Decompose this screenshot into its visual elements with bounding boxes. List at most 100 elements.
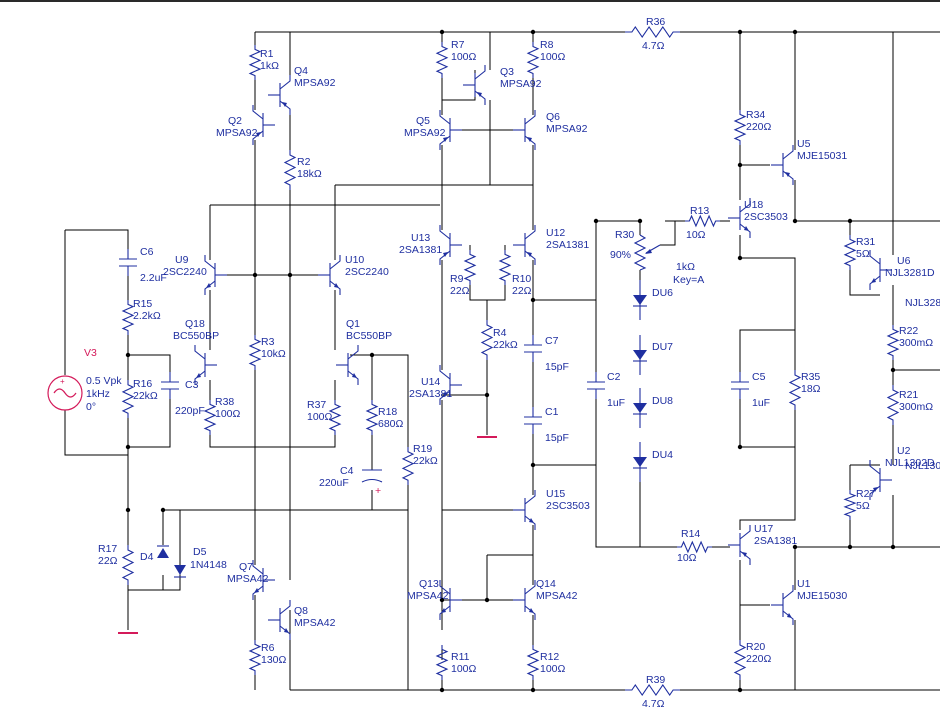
resistor-name-label: R22 bbox=[899, 325, 918, 337]
diode-name-label: DU6 bbox=[652, 287, 673, 299]
transistor-name-label: U5 bbox=[797, 138, 811, 150]
resistor-value-label: 220Ω bbox=[746, 121, 772, 133]
transistor-name-label: Q6 bbox=[546, 111, 560, 123]
transistor-group: Q1BC550BPQ2MPSA92Q3MPSA92Q4MPSA92Q5MPSA9… bbox=[163, 65, 935, 640]
resistor-value-label: 18Ω bbox=[801, 383, 821, 395]
r30-value-label: 1kΩ bbox=[676, 261, 695, 273]
capacitor-name-label: C2 bbox=[607, 371, 621, 383]
transistor-name-label: U12 bbox=[546, 227, 565, 239]
resistor-value-label: 100Ω bbox=[307, 411, 333, 423]
resistor-name-label: R20 bbox=[746, 641, 765, 653]
transistor-name-label: Q13 bbox=[419, 578, 439, 590]
resistor-value-label: 5Ω bbox=[856, 500, 870, 512]
resistor-name-label: R37 bbox=[307, 399, 326, 411]
ground-symbols bbox=[118, 436, 497, 634]
capacitor-name-label: C5 bbox=[752, 371, 766, 383]
transistor-part-label: 2SC3503 bbox=[546, 500, 590, 512]
transistor-name-label: Q8 bbox=[294, 605, 308, 617]
capacitor-name-label: C1 bbox=[545, 406, 559, 418]
resistor-name-label: R27 bbox=[856, 488, 875, 500]
capacitor-c6: C62.2uF bbox=[119, 246, 167, 284]
transistor-name-label: Q3 bbox=[500, 66, 514, 78]
transistor-part-label: NJL3281D bbox=[885, 267, 935, 279]
transistor-name-label: Q4 bbox=[294, 65, 308, 77]
diode-name-label: DU7 bbox=[652, 341, 673, 353]
transistor-part-label: MPSA92 bbox=[546, 123, 588, 135]
resistor-name-label: R16 bbox=[133, 378, 152, 390]
svg-text:+: + bbox=[60, 377, 65, 386]
diode-du8: DU8 bbox=[633, 388, 673, 428]
transistor-part-label: MPSA92 bbox=[294, 77, 336, 89]
c4-name-label: C4 bbox=[340, 465, 354, 477]
c4-value-label: 220uF bbox=[319, 477, 349, 489]
transistor-part-label: MPSA92 bbox=[500, 78, 542, 90]
resistor-value-label: 680Ω bbox=[378, 418, 404, 430]
transistor-part-label: BC550BP bbox=[173, 330, 219, 342]
resistor-value-label: 2.2kΩ bbox=[133, 310, 161, 322]
transistor-name-label: Q14 bbox=[536, 578, 556, 590]
transistor-name-label: Q7 bbox=[239, 561, 253, 573]
resistor-group: R11kΩR218kΩR310kΩR422kΩR6130ΩR7100ΩR8100… bbox=[98, 39, 933, 680]
cut-off-part-label: NJL130 bbox=[905, 460, 940, 472]
transistor-part-label: MPSA42 bbox=[536, 590, 578, 602]
transistor-name-label: U10 bbox=[345, 254, 364, 266]
resistor-name-label: R7 bbox=[451, 39, 465, 51]
transistor-part-label: MPSA42 bbox=[407, 590, 449, 602]
cut-off-part-label: NJL328 bbox=[905, 297, 940, 309]
resistor-name-label: R10 bbox=[512, 273, 531, 285]
transistor-part-label: 2SC2240 bbox=[163, 266, 207, 278]
resistor-name-label: R19 bbox=[413, 443, 432, 455]
transistor-part-label: MPSA42 bbox=[294, 617, 336, 629]
resistor-name-label: R11 bbox=[451, 651, 470, 663]
transistor-name-label: U2 bbox=[897, 445, 911, 457]
diode-name-label: DU4 bbox=[652, 449, 673, 461]
resistor-name-label: R31 bbox=[856, 236, 875, 248]
resistor-name-label: R17 bbox=[98, 543, 117, 555]
r30-setting-label: 90% bbox=[610, 249, 631, 261]
transistor-name-label: U13 bbox=[411, 232, 430, 244]
resistor-value-label: 100Ω bbox=[451, 663, 477, 675]
resistor-name-label: R12 bbox=[540, 651, 559, 663]
transistor-part-label: MPSA92 bbox=[404, 127, 446, 139]
transistor-part-label: MPSA42 bbox=[227, 573, 269, 585]
resistor-value-label: 18kΩ bbox=[297, 168, 322, 180]
resistor-name-label: R18 bbox=[378, 406, 397, 418]
capacitor-name-label: C3 bbox=[185, 379, 199, 391]
transistor-name-label: U9 bbox=[175, 254, 189, 266]
svg-text:+: + bbox=[375, 485, 381, 497]
transistor-part-label: MPSA92 bbox=[216, 127, 258, 139]
resistor-value-label: 22Ω bbox=[450, 285, 470, 297]
